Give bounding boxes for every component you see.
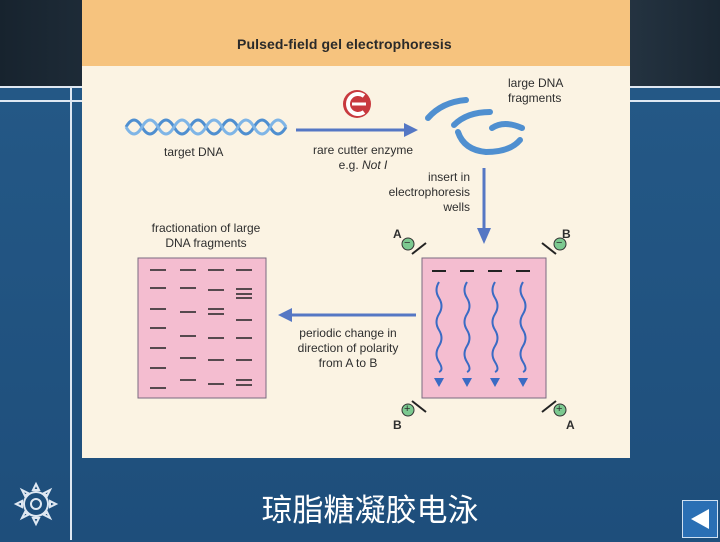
label-line: wells — [378, 200, 470, 215]
label-line: insert in — [378, 170, 470, 185]
dna-fragments — [428, 100, 522, 152]
label-line: direction of polarity — [282, 341, 414, 356]
label-line: DNA fragments — [138, 236, 274, 251]
electrode-b-bottom: B — [393, 418, 402, 433]
electrode-a-top: A — [393, 227, 402, 242]
label-line: electrophoresis — [378, 185, 470, 200]
diagram-panel: Pulsed-field gel electrophoresis — [82, 0, 630, 458]
enzyme-icon — [343, 90, 371, 118]
label-line: fractionation of large — [138, 221, 274, 236]
gear-icon — [12, 480, 60, 528]
label-line: rare cutter enzyme — [300, 143, 426, 158]
label-line: large DNA — [508, 76, 563, 91]
back-button[interactable] — [682, 500, 718, 538]
gel-right — [422, 258, 546, 398]
dna-helix — [126, 120, 286, 134]
slide-caption: 琼脂糖凝胶电泳 — [240, 485, 500, 530]
minus-sign-right: − — [556, 236, 562, 251]
frame-line-right — [630, 86, 720, 88]
label-periodic-change: periodic change in direction of polarity… — [282, 326, 414, 371]
label-target-dna: target DNA — [164, 145, 223, 160]
arrow-cut — [296, 123, 418, 137]
label-fractionation: fractionation of large DNA fragments — [138, 221, 274, 251]
label-line: from A to B — [282, 356, 414, 371]
label-insert-wells: insert in electrophoresis wells — [378, 170, 470, 215]
label-line: fragments — [508, 91, 563, 106]
electrode-a-bottom: A — [566, 418, 575, 433]
minus-sign-left: − — [404, 236, 410, 251]
plus-sign-right: + — [556, 402, 562, 417]
label-rare-cutter: rare cutter enzyme e.g. Not I — [300, 143, 426, 173]
plus-sign-left: + — [404, 402, 410, 417]
back-arrow-icon — [683, 501, 717, 537]
frame-line-right-2 — [630, 100, 720, 102]
label-prefix: e.g. — [339, 158, 362, 172]
arrow-insert — [477, 168, 491, 244]
label-line: periodic change in — [282, 326, 414, 341]
label-large-dna-fragments: large DNA fragments — [508, 76, 563, 106]
frame-vline — [70, 86, 72, 540]
arrow-polarity — [278, 308, 416, 322]
electrode-b-top: B — [562, 227, 571, 242]
